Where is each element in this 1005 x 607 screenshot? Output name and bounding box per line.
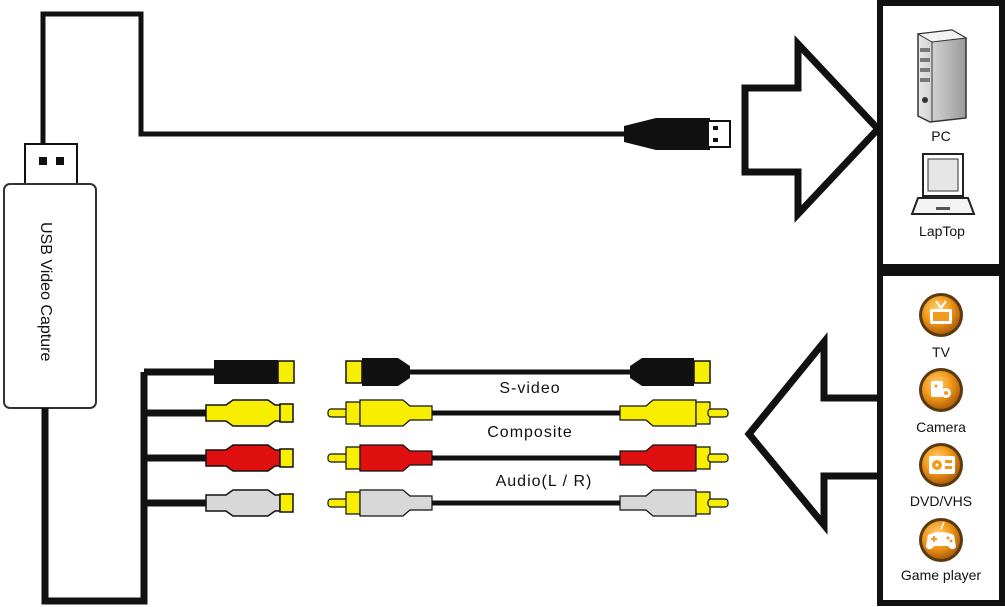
harness-white-connector [205, 489, 294, 517]
output-devices-box [877, 0, 1005, 270]
composite-cable [327, 399, 729, 427]
camera-icon [919, 368, 963, 412]
audio-left-cable [327, 489, 729, 517]
tv-icon [919, 293, 963, 337]
camera-label: Camera [916, 419, 966, 435]
input-arrow-icon [744, 332, 889, 535]
laptop-icon [910, 153, 976, 215]
dongle-label: USB Video Capture [37, 222, 54, 361]
dvd-player-icon [919, 443, 963, 487]
svideo-cable [345, 358, 711, 386]
av-cable-harness [41, 368, 216, 605]
gamepad-icon [919, 518, 963, 562]
usb-cable [40, 11, 630, 146]
game-label: Game player [901, 567, 981, 583]
tv-label: TV [932, 344, 951, 360]
harness-red-connector [205, 444, 294, 472]
usb-plug-icon [624, 118, 731, 150]
svideo-label: S-video [499, 380, 560, 397]
audio-right-cable [327, 444, 729, 472]
harness-svideo-connector [214, 360, 295, 384]
composite-label: Composite [487, 424, 572, 441]
harness-yellow-connector [205, 399, 294, 427]
laptop-label: LapTop [919, 223, 965, 239]
dvd-label: DVD/VHS [910, 493, 972, 509]
pc-label: PC [931, 128, 950, 144]
output-arrow-icon [741, 35, 883, 223]
tower-pc-icon [916, 29, 968, 123]
audio-label: Audio(L / R) [496, 473, 593, 490]
usb-dongle: USB Video Capture [3, 143, 97, 409]
